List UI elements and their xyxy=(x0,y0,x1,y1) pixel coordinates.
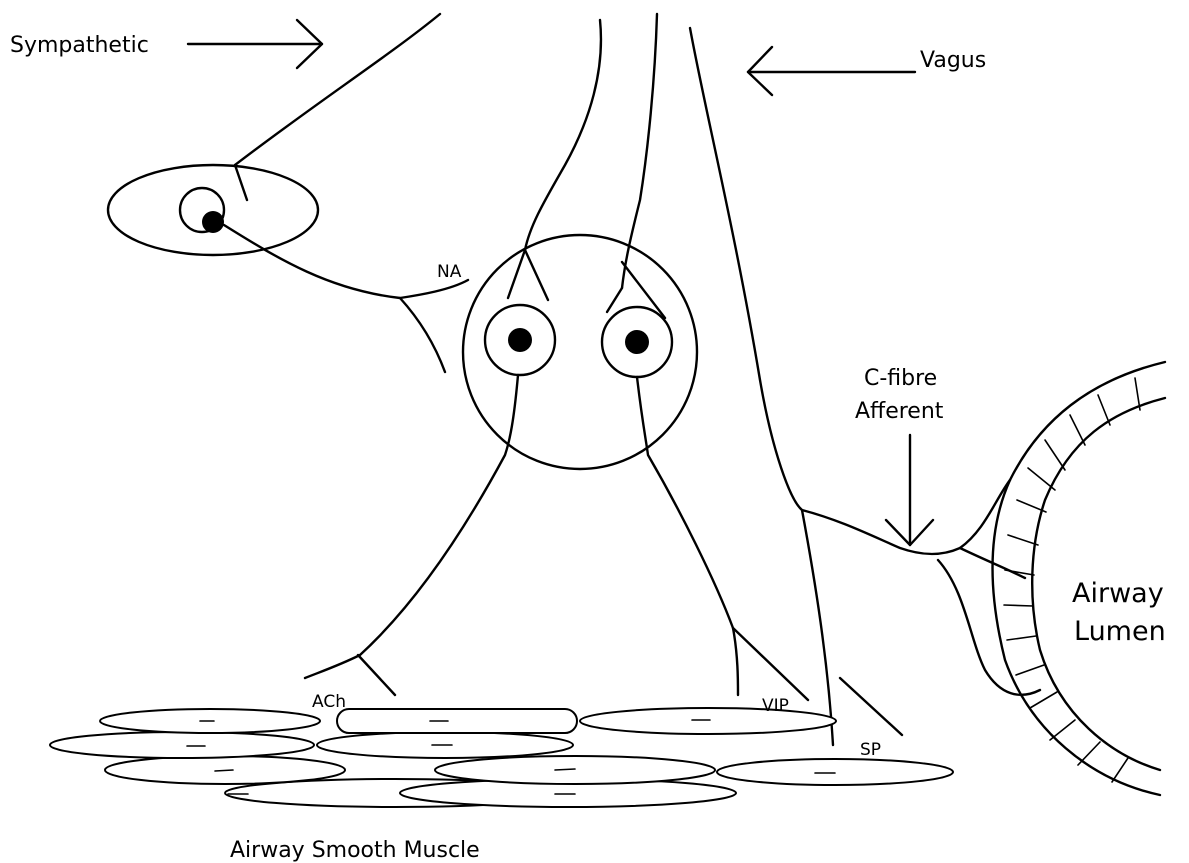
sympathetic-arrow xyxy=(188,20,322,68)
na-terminal-branch xyxy=(400,298,445,372)
airway-lumen-label-line1: Airway xyxy=(1072,578,1164,609)
sympathetic-postganglionic-fibre xyxy=(224,225,468,298)
ganglion-synapse-right-a xyxy=(607,288,622,312)
sp-terminal-branch xyxy=(840,678,902,735)
vagus-fibre-right xyxy=(690,28,802,510)
vagus-label: Vagus xyxy=(920,48,986,73)
airway-smooth-muscle-label: Airway Smooth Muscle xyxy=(230,838,480,863)
vip-postganglionic-fibre xyxy=(637,377,738,695)
ach-label: ACh xyxy=(312,692,346,712)
vagus-fibre-middle xyxy=(622,14,657,288)
airway-smooth-muscle-cells xyxy=(50,708,953,807)
vagus-fibre-right-descending xyxy=(802,510,833,745)
vip-terminal-branch xyxy=(733,628,808,700)
ach-terminal-branch xyxy=(358,655,395,695)
airway-lumen-label-line2: Lumen xyxy=(1074,616,1166,647)
parasympathetic-ganglion xyxy=(463,235,697,469)
vip-label: VIP xyxy=(762,696,789,716)
ganglion-synapse-right-b xyxy=(622,262,665,318)
c-fibre-label-line2: Afferent xyxy=(855,399,944,424)
c-fibre-afferent-fibre xyxy=(802,480,1010,554)
sympathetic-label: Sympathetic xyxy=(10,33,149,58)
c-fibre-label-line1: C-fibre xyxy=(864,366,937,391)
sympathetic-synapse-branch xyxy=(235,165,247,200)
vagus-arrow xyxy=(748,47,915,95)
c-fibre-arrow xyxy=(886,435,933,545)
sympathetic-preganglionic-fibre xyxy=(235,14,440,165)
vagus-fibre-left xyxy=(525,20,601,250)
sympathetic-ganglion xyxy=(108,165,318,255)
ganglion-synapse-left-b xyxy=(525,250,548,300)
sp-label: SP xyxy=(860,740,881,760)
na-label: NA xyxy=(437,262,462,282)
c-fibre-branch-lower xyxy=(938,560,1040,695)
